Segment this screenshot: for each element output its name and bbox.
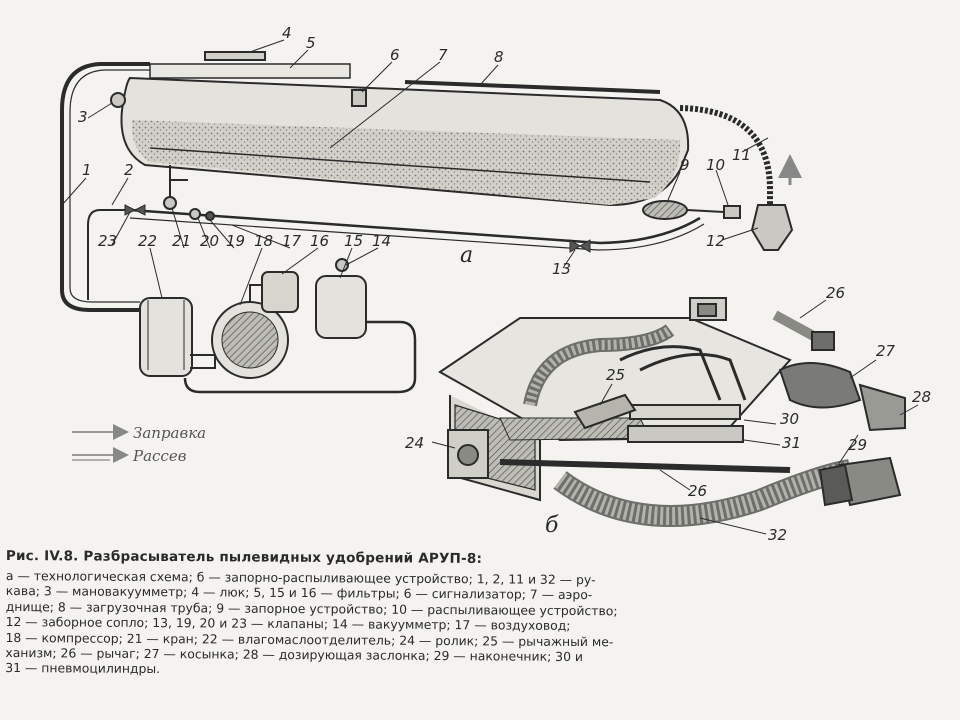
pneumo-cylinder-31 xyxy=(627,425,744,443)
roller-24 xyxy=(447,429,489,479)
callout-11: 11 xyxy=(732,146,751,164)
aero-bottom-7 xyxy=(149,147,651,183)
caption-body: а — технологическая схема; б — запорно-р… xyxy=(5,568,952,682)
callout-24: 24 xyxy=(405,434,424,452)
manovacuummeter-3 xyxy=(110,92,126,108)
hose-1 xyxy=(60,62,150,312)
callout-14: 14 xyxy=(372,232,391,250)
callout-16: 16 xyxy=(310,232,329,250)
hose-11 xyxy=(679,105,773,215)
callout-32: 32 xyxy=(768,526,787,544)
callout-5: 5 xyxy=(306,34,316,52)
valve-21 xyxy=(163,196,177,210)
callout-8: 8 xyxy=(494,48,504,66)
callout-22: 22 xyxy=(138,232,157,250)
callout-21: 21 xyxy=(172,232,191,250)
callout-26-lower: 26 xyxy=(688,482,707,500)
valve-19 xyxy=(205,211,215,221)
callout-4: 4 xyxy=(282,24,292,42)
legend-fill: Заправка xyxy=(133,424,206,442)
callout-19: 19 xyxy=(226,232,245,250)
legend-spread: Рассев xyxy=(132,447,187,465)
device-b xyxy=(438,297,906,527)
loading-pipe-8 xyxy=(404,80,661,94)
callout-28: 28 xyxy=(912,388,931,406)
powder-layer xyxy=(131,120,681,205)
lever-26-lower xyxy=(499,459,791,473)
callout-3: 3 xyxy=(78,108,88,126)
valve-20 xyxy=(189,208,201,220)
callout-12: 12 xyxy=(706,232,725,250)
callouts: 1 2 3 4 5 6 7 8 9 10 11 12 13 14 15 16 1… xyxy=(78,24,931,544)
sub-label-b: б xyxy=(545,513,559,538)
filter-15 xyxy=(315,275,367,339)
callout-10: 10 xyxy=(706,156,725,174)
filter-5 xyxy=(149,63,351,79)
legend: Заправка Рассев xyxy=(72,424,206,465)
callout-31: 31 xyxy=(782,434,801,452)
hose-2 xyxy=(87,209,140,300)
callout-6: 6 xyxy=(390,46,400,64)
callout-17: 17 xyxy=(282,232,302,250)
callout-23: 23 xyxy=(98,232,117,250)
callout-30: 30 xyxy=(780,410,799,428)
lever-mechanism-25 xyxy=(573,393,637,430)
callout-29: 29 xyxy=(848,436,867,454)
callout-27: 27 xyxy=(876,342,896,360)
callout-15: 15 xyxy=(344,232,363,250)
filter-16 xyxy=(261,271,299,313)
callout-9: 9 xyxy=(680,156,690,174)
callout-20: 20 xyxy=(200,232,219,250)
pneumo-cylinder-30 xyxy=(629,404,741,420)
moisture-separator-22 xyxy=(139,297,193,377)
valve-23 xyxy=(124,204,146,216)
figure-ivd8: Заправка Рассев а б 1 2 3 4 5 6 7 8 9 10… xyxy=(60,24,931,544)
valve-13 xyxy=(569,239,591,253)
callout-18: 18 xyxy=(254,232,273,250)
signalizer-6 xyxy=(351,89,367,107)
closing-device-9 xyxy=(642,200,688,220)
caption-title: Рис. IV.8. Разбрасыватель пылевидных удо… xyxy=(5,548,483,567)
scheme-a xyxy=(60,51,802,394)
hatch-4 xyxy=(204,51,266,61)
leaders-b xyxy=(431,299,919,535)
leaders-a xyxy=(61,39,769,306)
intake-nozzle-12 xyxy=(750,204,794,251)
spraying-device-10 xyxy=(723,205,741,219)
callout-25: 25 xyxy=(606,366,625,384)
dosing-damper-28 xyxy=(858,383,906,432)
callout-1: 1 xyxy=(82,161,92,179)
figure-caption: Рис. IV.8. Разбрасыватель пылевидных удо… xyxy=(5,548,952,677)
sub-label-a: а xyxy=(460,243,473,268)
callout-7: 7 xyxy=(438,46,448,64)
air-duct-17 xyxy=(129,208,701,245)
callout-26-upper: 26 xyxy=(826,284,845,302)
callout-2: 2 xyxy=(124,161,134,179)
vacuummeter-14 xyxy=(335,258,349,272)
callout-13: 13 xyxy=(552,260,571,278)
gusset-27 xyxy=(778,361,862,409)
